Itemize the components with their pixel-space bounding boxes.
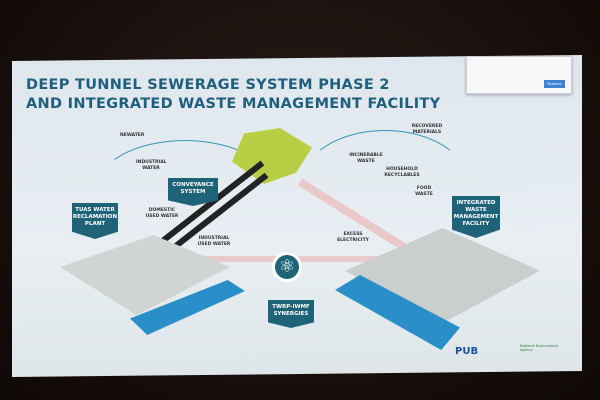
newater-arrow: [95, 140, 275, 240]
navigation-popup: Redirect: [466, 56, 572, 94]
label-industrial-water: INDUSTRIAL WATER: [136, 160, 167, 171]
label-newater: NEWATER: [120, 133, 145, 138]
label-domestic-used-water: DOMESTIC USED WATER: [145, 208, 179, 219]
electricity-link: [200, 256, 440, 262]
badge-iwmf: INTEGRATED WASTE MANAGEMENT FACILITY: [452, 196, 500, 238]
label-food-waste: FOOD WASTE: [415, 186, 433, 197]
title-line-2: AND INTEGRATED WASTE MANAGEMENT FACILITY: [26, 96, 441, 112]
label-excess-electricity: EXCESS ELECTRICITY: [337, 232, 369, 243]
atom-icon: ⚛: [272, 252, 302, 282]
materials-arrow: [300, 130, 470, 240]
label-household-recyclables: HOUSEHOLD RECYCLABLES: [384, 167, 420, 178]
label-recovered-materials: RECOVERED MATERIALS: [411, 124, 443, 135]
title-line-1: DEEP TUNNEL SEWERAGE SYSTEM PHASE 2: [26, 77, 390, 93]
badge-synergies: TWRP-IWMF SYNERGIES: [268, 300, 314, 328]
label-industrial-used-water: INDUSTRIAL USED WATER: [197, 236, 231, 247]
nea-logo: National Environment Agency: [520, 344, 559, 352]
popup-button[interactable]: Redirect: [544, 80, 565, 88]
badge-conveyance: CONVEYANCE SYSTEM: [168, 178, 218, 206]
badge-tuas-plant: TUAS WATER RECLAMATION PLANT: [72, 203, 118, 239]
pub-logo: PUB: [455, 346, 479, 357]
infographic-title: DEEP TUNNEL SEWERAGE SYSTEM PHASE 2 AND I…: [26, 76, 440, 114]
label-incinerable-waste: INCINERABLE WASTE: [349, 153, 383, 164]
